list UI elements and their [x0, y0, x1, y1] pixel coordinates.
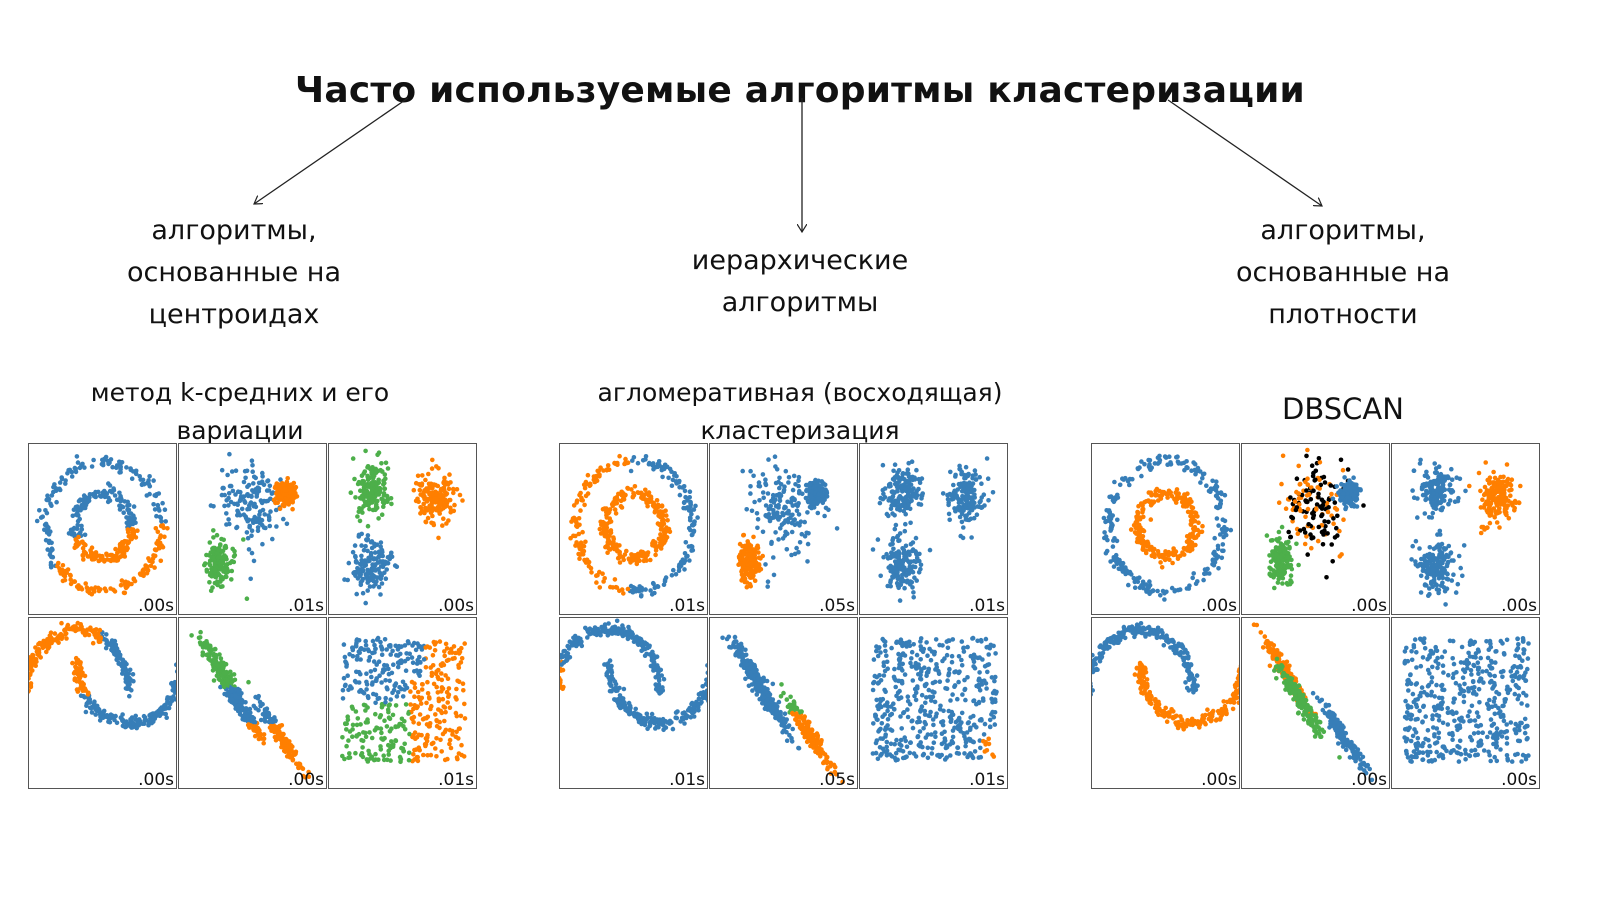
runtime-label: .01s: [969, 596, 1005, 615]
runtime-label: .01s: [288, 596, 324, 615]
runtime-label: .00s: [1201, 770, 1237, 789]
method-line: метод k-средних и его: [90, 378, 390, 407]
category-line: алгоритмы: [721, 287, 879, 318]
arrow-left: [254, 97, 409, 204]
scatter-plot-aniso: .00s: [178, 617, 327, 789]
runtime-label: .05s: [819, 596, 855, 615]
method-kmeans: метод k-средних и его вариации: [20, 374, 460, 450]
runtime-label: .01s: [669, 770, 705, 789]
runtime-label: .00s: [138, 596, 174, 615]
runtime-label: .00s: [1501, 596, 1537, 615]
scatter-plot-aniso: .05s: [709, 617, 858, 789]
category-line: основанные на: [126, 257, 341, 288]
scatter-plot-moons: .00s: [28, 617, 177, 789]
scatter-plot-moons: .00s: [1091, 617, 1240, 789]
category-line: иерархические: [691, 245, 909, 276]
scatter-plot-aniso: .00s: [1241, 617, 1390, 789]
runtime-label: .00s: [1351, 770, 1387, 789]
runtime-label: .00s: [138, 770, 174, 789]
scatter-plot-uniform: .00s: [1391, 617, 1540, 789]
method-agglomerative: агломеративная (восходящая) кластеризаци…: [560, 374, 1040, 450]
method-line: вариации: [176, 416, 304, 445]
runtime-label: .00s: [1201, 596, 1237, 615]
scatter-plot-blobs: .00s: [328, 443, 477, 615]
category-centroid: алгоритмы, основанные на центроидах: [84, 210, 384, 336]
arrow-right: [1167, 99, 1322, 206]
scatter-plot-circles: .00s: [1091, 443, 1240, 615]
runtime-label: .00s: [438, 596, 474, 615]
runtime-label: .00s: [288, 770, 324, 789]
category-line: плотности: [1268, 299, 1418, 330]
scatter-plot-circles: .01s: [559, 443, 708, 615]
runtime-label: .01s: [969, 770, 1005, 789]
scatter-plot-blobs: .01s: [859, 443, 1008, 615]
method-dbscan: DBSCAN: [1193, 390, 1493, 428]
scatter-plot-circles: .00s: [28, 443, 177, 615]
runtime-label: .01s: [669, 596, 705, 615]
category-density: алгоритмы, основанные на плотности: [1193, 210, 1493, 336]
runtime-label: .05s: [819, 770, 855, 789]
scatter-plot-uniform: .01s: [859, 617, 1008, 789]
page-title: Часто используемые алгоритмы кластеризац…: [295, 70, 1305, 112]
scatter-plot-varied_blobs: .05s: [709, 443, 858, 615]
runtime-label: .00s: [1501, 770, 1537, 789]
category-line: центроидах: [148, 299, 320, 330]
method-line: DBSCAN: [1282, 392, 1404, 426]
category-line: алгоритмы,: [1260, 215, 1426, 246]
method-line: агломеративная (восходящая): [597, 378, 1003, 407]
scatter-plot-varied_blobs: .01s: [178, 443, 327, 615]
scatter-plot-moons: .01s: [559, 617, 708, 789]
category-hierarchical: иерархические алгоритмы: [650, 240, 950, 324]
runtime-label: .00s: [1351, 596, 1387, 615]
category-line: алгоритмы,: [151, 215, 317, 246]
runtime-label: .01s: [438, 770, 474, 789]
category-line: основанные на: [1235, 257, 1450, 288]
method-line: кластеризация: [700, 416, 900, 445]
scatter-plot-blobs: .00s: [1391, 443, 1540, 615]
scatter-plot-varied_blobs: .00s: [1241, 443, 1390, 615]
scatter-plot-uniform: .01s: [328, 617, 477, 789]
